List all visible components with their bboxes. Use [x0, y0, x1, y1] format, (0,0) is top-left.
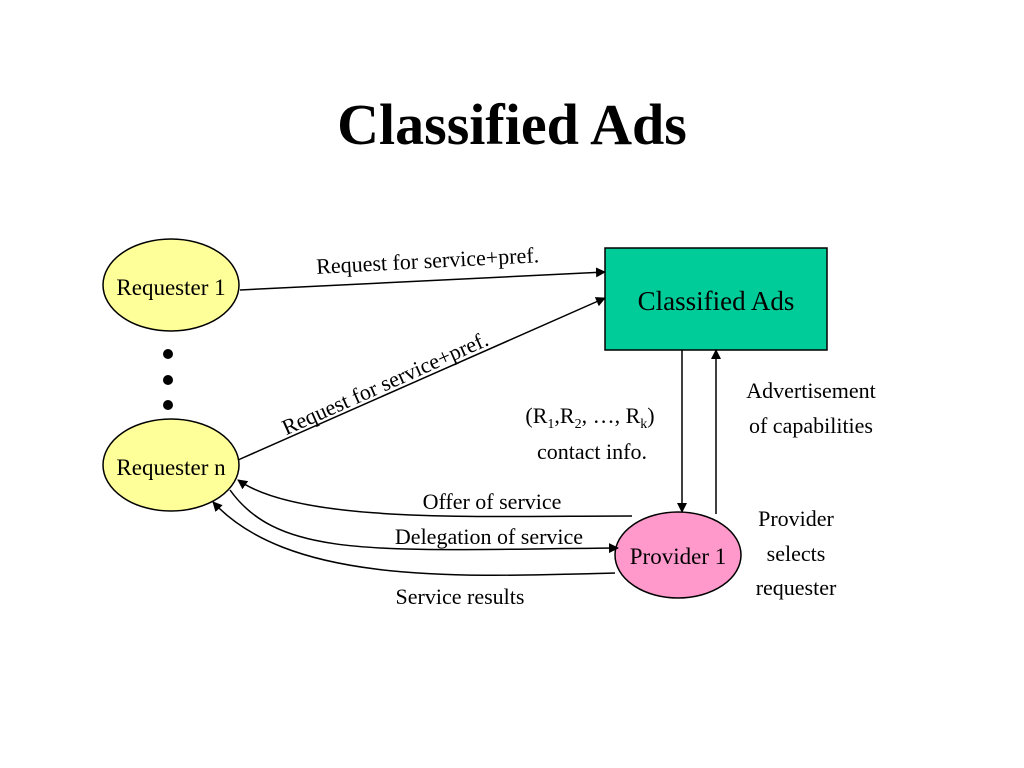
- provider-1-label: Provider 1: [630, 544, 726, 569]
- requester-1-node: Requester 1: [102, 238, 240, 332]
- delegation-label: Delegation of service: [395, 524, 583, 549]
- delegation-arrow: [229, 489, 619, 554]
- offer-arrow: [237, 479, 633, 518]
- ellipsis-dot: [163, 400, 173, 410]
- contact-info-line2: contact info.: [537, 439, 647, 464]
- contact-info-close: ): [647, 403, 654, 428]
- slide-title: Classified Ads: [337, 92, 687, 157]
- results-arrow: [212, 501, 616, 577]
- advertisement-line2: of capabilities: [749, 413, 873, 438]
- contact-info-sep-2: , …, R: [582, 403, 641, 428]
- classified-ads-label: Classified Ads: [638, 286, 795, 316]
- provider-selects-line2: selects: [767, 541, 826, 566]
- contact-info-open: (R: [525, 403, 547, 428]
- contact-info-sub-2: 2: [575, 417, 582, 432]
- contact-info-sub-1: 1: [547, 417, 554, 432]
- request-label-requester-1: Request for service+pref.: [316, 242, 540, 279]
- provider-selects-line3: requester: [756, 575, 837, 600]
- classified-ads-node: Classified Ads: [604, 247, 828, 351]
- ellipsis-dots: [163, 349, 173, 410]
- classified-ads-box: [604, 247, 828, 351]
- advertisement-line1: Advertisement: [746, 378, 876, 403]
- requester-1-label: Requester 1: [116, 275, 225, 300]
- results-label: Service results: [396, 584, 525, 609]
- provider-selects-line1: Provider: [758, 506, 834, 531]
- contact-info-sep-1: ,R: [554, 403, 575, 428]
- requester-n-label: Requester n: [116, 455, 226, 480]
- request-arrow-requester-n: [237, 297, 606, 461]
- provider-1-node: Provider 1: [614, 511, 742, 599]
- ellipsis-dot: [163, 375, 173, 385]
- request-arrow-requester-1: [239, 267, 606, 291]
- offer-label: Offer of service: [423, 489, 562, 514]
- contact-info-sub-k: k: [640, 417, 647, 432]
- requester-n-ellipse: [102, 418, 240, 512]
- ellipsis-dot: [163, 349, 173, 359]
- request-label-requester-n: Request for service+pref.: [278, 326, 492, 440]
- contact-info-label: (R1,R2, …, Rk): [525, 403, 654, 432]
- requester-n-node: Requester n: [102, 418, 240, 512]
- requester-1-ellipse: [102, 238, 240, 332]
